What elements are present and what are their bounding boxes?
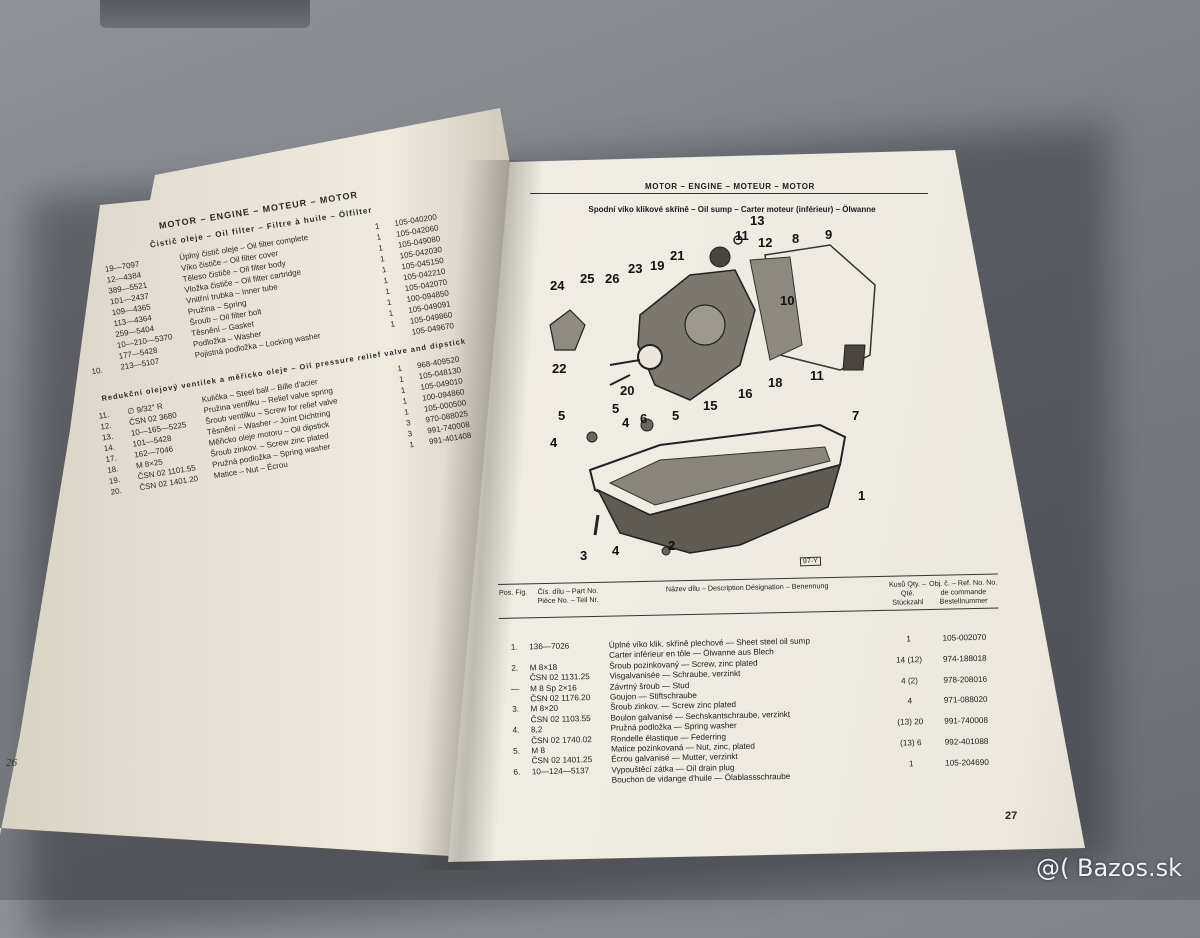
- left-cell-pos: [93, 374, 116, 388]
- callout-label: 5: [558, 408, 565, 423]
- callout-label: 22: [552, 361, 566, 376]
- plug-2: [661, 546, 671, 556]
- callout-label: 4: [622, 415, 630, 430]
- nut-4: [586, 431, 598, 443]
- callout-label: 26: [605, 271, 619, 286]
- header-order: Obj. č. – Ref. No. No. de commande Beste…: [928, 577, 998, 606]
- callout-label: 9: [825, 227, 832, 242]
- callout-label: 25: [580, 271, 594, 286]
- callout-label: 21: [670, 248, 684, 263]
- oil-pan: [596, 463, 842, 554]
- header-pos: Pos. Fig.: [498, 587, 528, 597]
- cell-pos: 6.: [513, 767, 521, 777]
- mount-11: [842, 344, 866, 371]
- callout-label: 2: [668, 538, 675, 553]
- cell-pos: 2.: [511, 663, 519, 673]
- bolt-22: [609, 359, 641, 366]
- header-rule: [530, 193, 928, 194]
- cell-pos: 3.: [512, 705, 520, 715]
- breather-cap: [709, 246, 731, 268]
- left-cell-pos: 20.: [110, 486, 123, 497]
- cell-pos: 5.: [512, 746, 520, 756]
- cell-pos: 4.: [512, 725, 520, 735]
- callout-label: 8: [792, 231, 799, 246]
- seal-ring: [637, 344, 663, 370]
- cell-pos: [500, 694, 530, 705]
- callout-label: 1: [858, 488, 865, 503]
- cell-pos: 1.: [510, 642, 518, 652]
- callout-label: 7: [852, 408, 859, 423]
- cell-order: [932, 768, 1002, 780]
- header-part: Čís. dílu – Part No. Pièce No. – Teil Nr…: [537, 585, 599, 606]
- cell-pos: [502, 778, 532, 789]
- desk-stand: [100, 0, 310, 28]
- oil-pan-inner: [608, 446, 831, 506]
- housing-plate: [749, 256, 803, 361]
- cover-boss: [684, 304, 726, 346]
- callout-label: 15: [703, 398, 717, 413]
- callout-label: 23: [628, 261, 642, 276]
- cell-pos: [499, 653, 529, 664]
- cell-qty: [890, 769, 932, 780]
- callout-label: 5: [612, 401, 619, 416]
- right-page-number: 27: [1005, 810, 1018, 822]
- callout-label: 10: [780, 293, 794, 308]
- callout-label: 18: [768, 375, 782, 390]
- left-cell-qty: [384, 328, 405, 342]
- callout-label: 3: [580, 548, 587, 563]
- callout-label: 11: [735, 228, 749, 243]
- left-page-number: 26: [6, 757, 17, 769]
- callout-label: 13: [750, 215, 764, 228]
- callout-label: 20: [620, 383, 634, 398]
- cell-pos: [502, 757, 532, 768]
- callout-label: 12: [758, 235, 772, 250]
- cell-pos: [501, 715, 531, 726]
- cell-pos: —: [510, 684, 520, 694]
- parts-table: Pos. Fig. Čís. dílu – Part No. Pièce No.…: [498, 573, 1002, 789]
- callout-label: 4: [550, 435, 558, 450]
- fuel-pump: [549, 309, 586, 351]
- callout-label: 19: [650, 258, 664, 273]
- cell-pos: [500, 674, 530, 685]
- cell-part: [532, 776, 612, 788]
- cell-pos: [501, 736, 531, 747]
- figure-code: 97-Y: [799, 556, 821, 567]
- site-watermark: @( Bazos.sk: [1036, 854, 1182, 882]
- right-page-header: MOTOR – ENGINE – MOTEUR – MOTOR: [645, 182, 815, 191]
- callout-label: 5: [672, 408, 679, 423]
- section-title: Spodní víko klikové skříně – Oil sump – …: [588, 205, 876, 214]
- left-cell-qty: 1: [408, 439, 415, 450]
- header-qty: Kusů Qty. – Qté. Stückzahl: [888, 579, 927, 607]
- callout-label: 24: [550, 278, 565, 293]
- callout-label: 4: [612, 543, 620, 558]
- drain-plug-6: [640, 418, 654, 432]
- callout-label: 6: [640, 411, 647, 426]
- left-page: MOTOR – ENGINE – MOTEUR – MOTOR Čistič o…: [0, 0, 520, 900]
- washer-12: [733, 235, 743, 245]
- callout-label: 11: [810, 368, 824, 383]
- header-desc: Název dílu – Description Désignation – B…: [665, 581, 829, 594]
- callout-label: 16: [738, 386, 752, 401]
- screw-3: [593, 514, 600, 536]
- bolt-20: [609, 374, 631, 386]
